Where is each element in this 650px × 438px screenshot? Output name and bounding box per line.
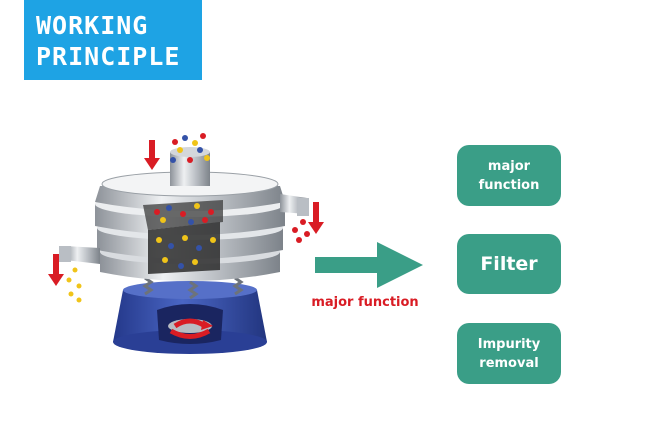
red-down-arrow-icon [48,140,324,286]
box-label-line-1: major [487,158,531,174]
outlets [59,194,309,264]
impurity-removal-box: Impurity removal [457,323,561,384]
sieve-layers [95,147,285,281]
filter-box: Filter [457,234,561,294]
green-right-arrow-icon [315,242,423,288]
title-banner: WORKING PRINCIPLE [24,0,202,80]
major-function-box: major function [457,145,561,206]
motor-base [113,281,267,354]
major-function-caption: major function [311,295,419,310]
title-line-2: PRINCIPLE [36,42,181,71]
box-label-line-1: Filter [480,253,538,275]
box-label-line-2: function [478,177,540,193]
vibrating-screen-illustration [48,133,324,354]
material-particles [66,133,310,303]
title-line-1: WORKING [36,11,149,40]
box-label-line-1: Impurity [477,336,541,352]
springs [142,276,244,300]
box-label-line-2: removal [479,355,539,371]
